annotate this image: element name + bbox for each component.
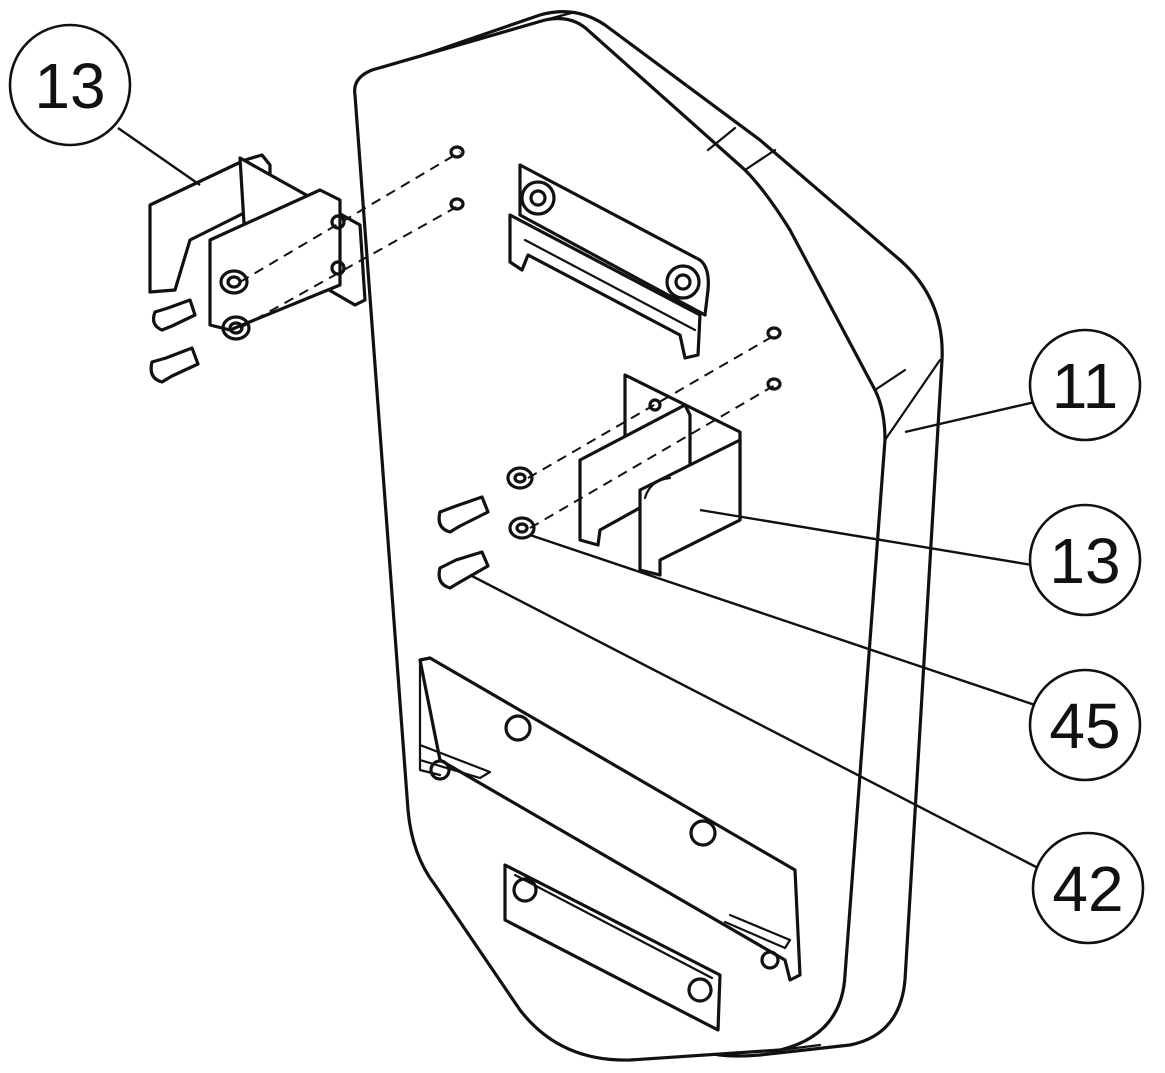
callout-label: 13 <box>34 50 105 122</box>
callout-45: 45 <box>1028 668 1142 782</box>
callout-13-top-left: 13 <box>8 23 132 147</box>
callout-label: 13 <box>1049 525 1120 597</box>
alignment-lines-center <box>527 326 782 529</box>
callout-11: 11 <box>1028 328 1142 442</box>
bottom-slot-plate <box>503 863 722 1032</box>
callout-label: 45 <box>1049 690 1120 762</box>
callout-label: 42 <box>1052 853 1123 925</box>
callout-label: 11 <box>1052 350 1118 422</box>
bracket-top-left <box>148 153 367 332</box>
center-fasteners <box>437 466 536 590</box>
alignment-lines-top <box>239 145 465 329</box>
leader-lines <box>117 127 1039 870</box>
callout-42: 42 <box>1031 831 1145 945</box>
top-slot-bracket <box>508 163 710 360</box>
bracket-center <box>578 373 742 577</box>
bottom-mount-bracket <box>418 656 802 982</box>
callout-13-center: 13 <box>1028 503 1142 617</box>
